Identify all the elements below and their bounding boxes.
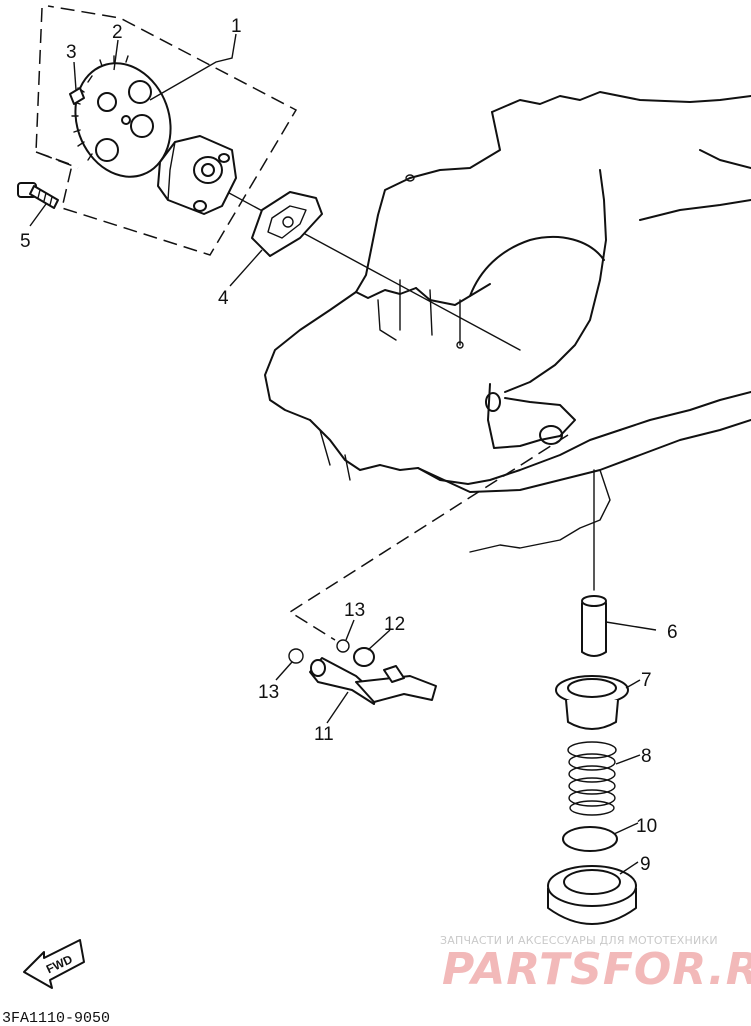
o-ring-12 xyxy=(353,647,375,667)
callout-8: 8 xyxy=(641,746,652,767)
relief-spring xyxy=(567,741,617,816)
drain-plug xyxy=(547,865,637,925)
callout-11: 11 xyxy=(314,724,334,745)
guide-line-strainer xyxy=(288,434,569,641)
callout-4: 4 xyxy=(218,288,229,309)
callout-3: 3 xyxy=(66,42,77,63)
pump-gasket xyxy=(251,191,323,257)
callout-10: 10 xyxy=(636,816,657,837)
driven-gear xyxy=(71,55,172,178)
diagram-code: 3FA1110-9050 xyxy=(2,1010,110,1026)
oil-delivery-pipe xyxy=(309,657,437,705)
callout-6: 6 xyxy=(667,622,678,643)
watermark-logo: PARTSFOR.RU xyxy=(442,944,751,995)
oil-pump-assembly xyxy=(157,135,237,215)
callout-2: 2 xyxy=(112,22,123,43)
o-ring-13-upper xyxy=(336,639,350,653)
fwd-arrow: FWD xyxy=(23,939,85,989)
callout-1: 1 xyxy=(231,16,242,37)
o-ring xyxy=(562,826,618,852)
callout-5: 5 xyxy=(20,231,31,252)
oil-pipe xyxy=(581,595,607,657)
leader-lines xyxy=(29,33,657,875)
callout-7: 7 xyxy=(641,670,652,691)
o-ring-13-lower xyxy=(288,648,304,664)
callout-13-lower: 13 xyxy=(258,682,279,703)
circlip xyxy=(69,87,85,105)
callout-13-upper: 13 xyxy=(344,600,365,621)
crankcase xyxy=(264,91,751,553)
strainer-cap xyxy=(555,675,629,730)
pump-screw xyxy=(17,182,59,209)
assembly-bracket xyxy=(35,5,298,256)
callout-12: 12 xyxy=(384,614,405,635)
callout-9: 9 xyxy=(640,854,651,875)
watermark: ЗАПЧАСТИ И АКСЕССУАРЫ ДЛЯ МОТОТЕХНИКИ PA… xyxy=(440,934,751,995)
watermark-tagline: ЗАПЧАСТИ И АКСЕССУАРЫ ДЛЯ МОТОТЕХНИКИ xyxy=(440,934,718,947)
